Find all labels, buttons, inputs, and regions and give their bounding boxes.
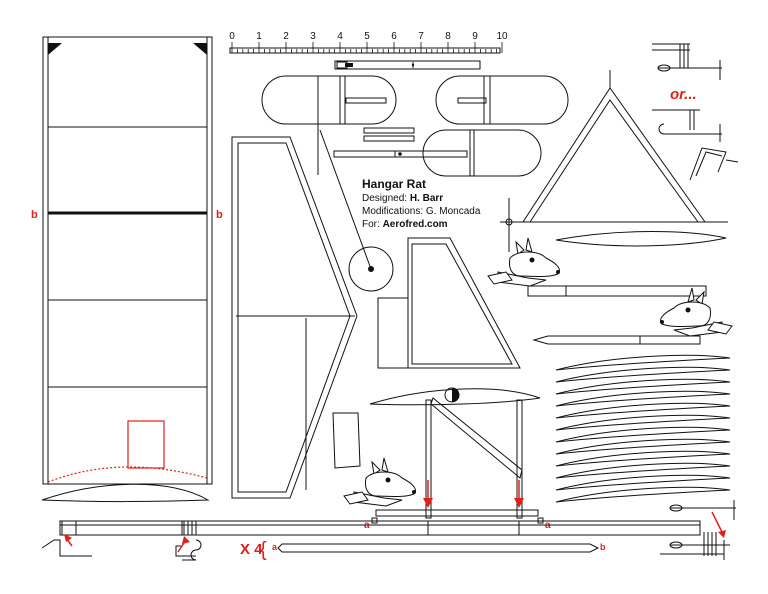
rib — [555, 462, 731, 479]
motor-stick-strip — [333, 150, 468, 158]
ruler-label: 0 — [229, 31, 235, 42]
stabilizer-profile — [555, 231, 727, 247]
bearing-bracket — [689, 147, 739, 181]
marker-b-brace: b — [600, 542, 606, 552]
ruler-label: 1 — [256, 31, 262, 42]
motor-stick-1 — [527, 285, 707, 297]
rib — [555, 426, 731, 443]
plan-title: Hangar Rat — [362, 177, 426, 191]
spar-strip — [334, 60, 481, 70]
rib — [555, 438, 731, 455]
for-credit: For: Aerofred.com — [362, 219, 448, 230]
mascot-head-2 — [660, 287, 733, 337]
ruler-label: 8 — [445, 31, 451, 42]
mascot-head-3 — [343, 457, 416, 507]
modifications-credit: Modifications: G. Moncada — [362, 206, 481, 217]
ruler-label: 2 — [283, 31, 289, 42]
rib — [555, 414, 731, 431]
rib — [555, 402, 731, 419]
elevator-piece — [422, 129, 542, 177]
wing-panel — [42, 36, 213, 485]
quantity-brace: { — [260, 539, 267, 561]
rib — [555, 378, 731, 395]
rib-stack — [555, 354, 731, 503]
rib — [555, 450, 731, 467]
wing-rib-profile — [41, 483, 210, 502]
ruler-label: 7 — [418, 31, 424, 42]
designed-by: Designed: H. Barr — [362, 193, 443, 204]
mascot-head-1 — [487, 237, 560, 287]
ruler-label: 6 — [391, 31, 397, 42]
designer-name: H. Barr — [410, 193, 443, 204]
prop-spindle — [500, 198, 518, 252]
ruler-label: 3 — [310, 31, 316, 42]
quantity-label: X 4 — [240, 541, 263, 558]
longeron-strip — [277, 543, 600, 553]
ruler-label: 10 — [496, 31, 508, 42]
designed-label: Designed: — [362, 193, 410, 204]
ruler-label: 4 — [337, 31, 343, 42]
rear-hook-left — [41, 534, 92, 557]
wing-airfoil-mount — [369, 387, 541, 519]
rib — [555, 474, 731, 491]
for-site: Aerofred.com — [383, 219, 448, 230]
propeller-hub — [319, 129, 394, 292]
s-hook-left — [175, 536, 202, 561]
ruler-label: 9 — [472, 31, 478, 42]
stabilizer-left — [261, 75, 397, 175]
rib — [555, 390, 731, 407]
rib — [555, 366, 731, 383]
scale-ruler — [229, 42, 503, 54]
hook-detail-top — [652, 43, 722, 80]
hook-detail-mid — [652, 109, 722, 142]
marker-a-brace: a — [272, 542, 278, 552]
motor-stick-2 — [532, 335, 701, 345]
ruler-label: 5 — [364, 31, 370, 42]
main-motor-stick — [59, 520, 701, 536]
for-label: For: — [362, 219, 383, 230]
fin-outline — [231, 136, 358, 499]
a-frame-pylon — [505, 70, 728, 223]
small-plate — [332, 412, 361, 469]
marker-b-right: b — [216, 209, 223, 221]
rear-hook-right — [660, 500, 736, 560]
rib — [555, 486, 731, 503]
or-label: or... — [670, 86, 697, 103]
stabilizer-right — [435, 75, 569, 125]
marker-b-left: b — [31, 209, 38, 221]
rib — [555, 354, 731, 371]
rudder — [377, 237, 521, 369]
